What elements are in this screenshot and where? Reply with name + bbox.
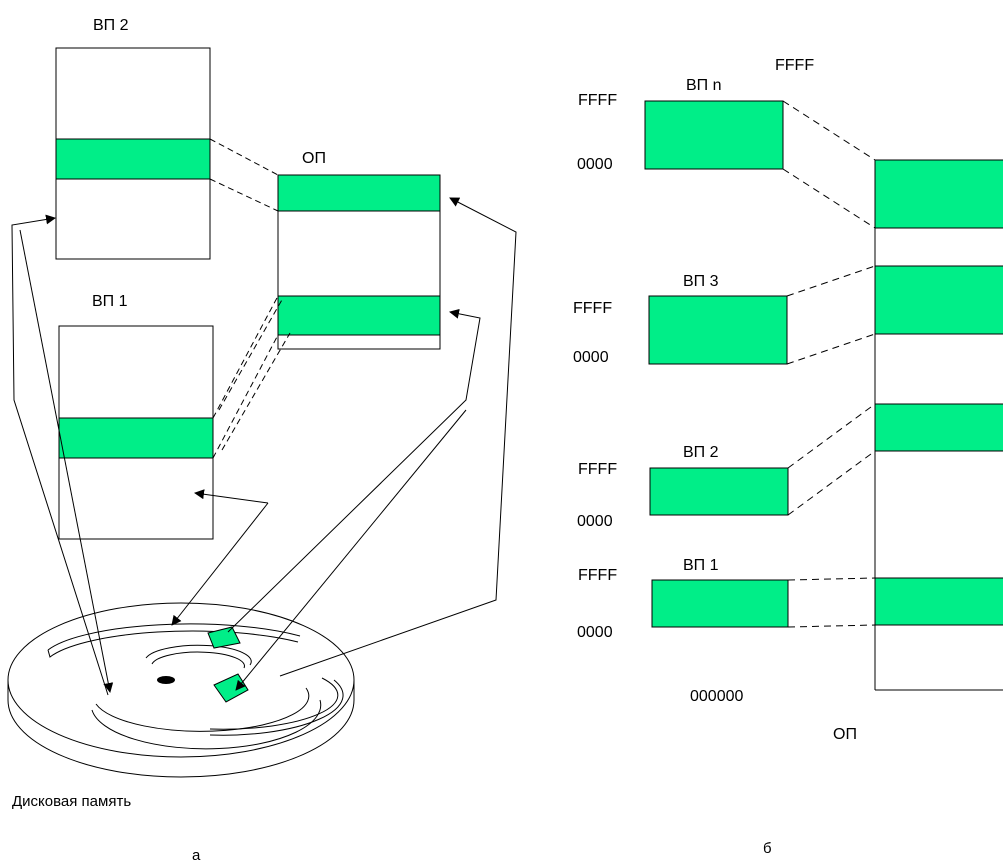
vp1-label-b: ВП 1 (683, 557, 719, 574)
vp3-0000: 0000 (573, 349, 609, 366)
vpn-ffff-top: FFFF (775, 57, 814, 74)
op-box-b (875, 160, 1003, 690)
mapping-lines-b (783, 101, 875, 627)
vp3-ffff: FFFF (573, 300, 612, 317)
op-segment-1-a (278, 175, 440, 211)
vp1-segment-a (59, 418, 213, 458)
disk-label: Дисковая память (12, 793, 131, 810)
vp1-0000: 0000 (577, 624, 613, 641)
vp1-label-a: ВП 1 (92, 293, 128, 310)
caption-a: а (192, 847, 201, 864)
vp2-0000: 0000 (577, 513, 613, 530)
op-label-b: ОП (833, 726, 857, 743)
op-segment-4-b (875, 578, 1003, 625)
disk-icon (8, 603, 354, 777)
vp1-ffff: FFFF (578, 567, 617, 584)
vp2-label-b: ВП 2 (683, 444, 719, 461)
op-zero6: 000000 (690, 688, 743, 705)
vp2-label-a: ВП 2 (93, 17, 129, 34)
op-segment-2-a (278, 296, 440, 335)
vpn-label-b: ВП n (686, 77, 722, 94)
vp2-box-a (56, 48, 210, 259)
caption-b: б (763, 840, 772, 857)
vp2-ffff: FFFF (578, 461, 617, 478)
op-label-a: ОП (302, 150, 326, 167)
op-box-a (278, 175, 440, 349)
vp3-box-b (649, 296, 787, 364)
vp1-box-a (59, 326, 213, 539)
part-b: ВП n FFFF FFFF 0000 ВП 3 FFFF 0000 ВП 2 … (573, 57, 1003, 857)
vp2-segment-a (56, 139, 210, 179)
vp2-box-b (650, 468, 788, 515)
op-segment-1-b (875, 160, 1003, 228)
part-a: ВП 2 ВП 1 ОП (8, 17, 516, 864)
vpn-ffff: FFFF (578, 92, 617, 109)
vp1-box-b (652, 580, 788, 627)
op-segment-2-b (875, 266, 1003, 334)
vpn-0000: 0000 (577, 156, 613, 173)
vpn-box-b (645, 101, 783, 169)
vp3-label-b: ВП 3 (683, 273, 719, 290)
op-segment-3-b (875, 404, 1003, 451)
